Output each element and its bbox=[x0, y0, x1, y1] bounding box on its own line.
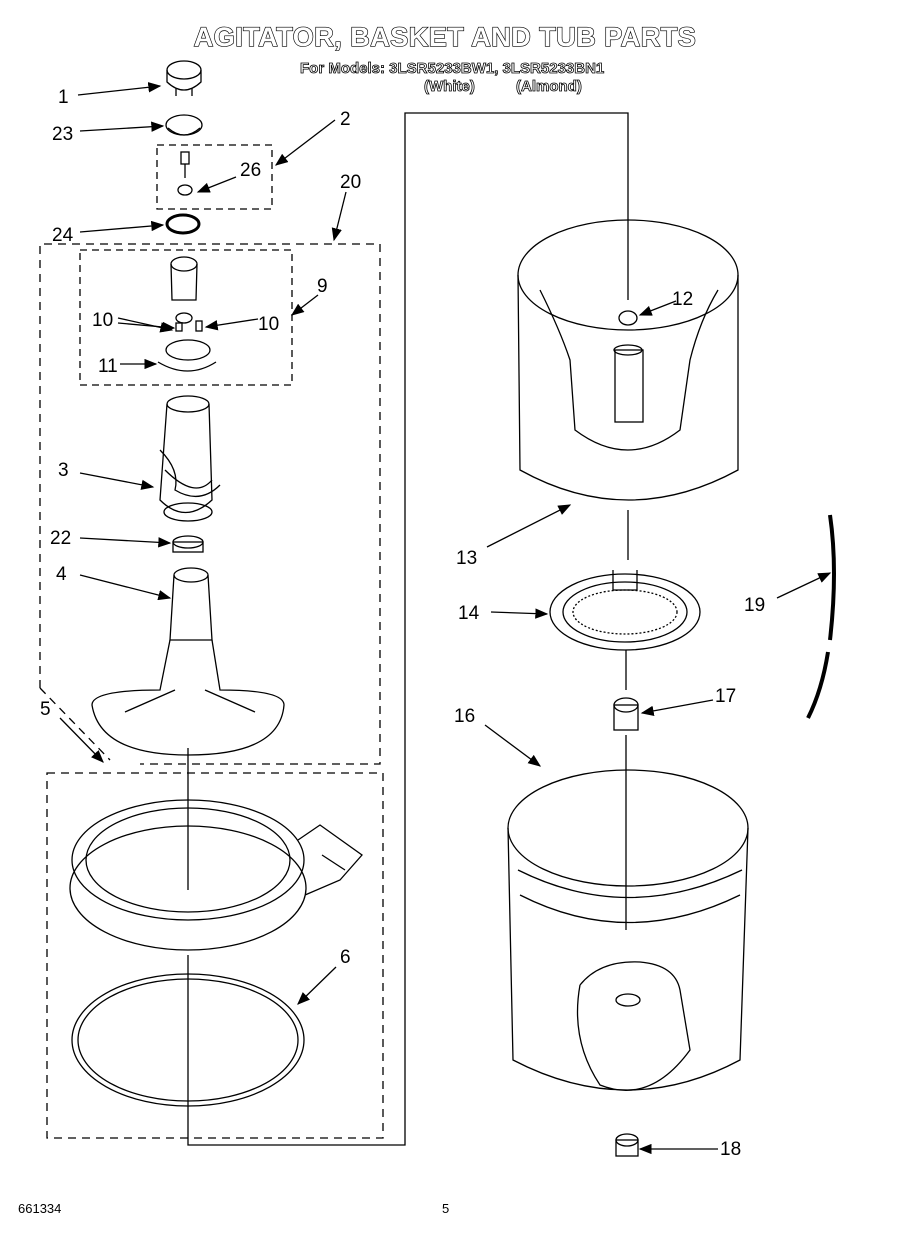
group-box-20 bbox=[39, 243, 381, 765]
callout-26: 26 bbox=[240, 160, 261, 181]
group-box-9 bbox=[79, 249, 293, 386]
callout-24: 24 bbox=[52, 225, 74, 246]
hub-seal-part bbox=[613, 697, 639, 731]
callout-3: 3 bbox=[58, 460, 69, 481]
callout-labels: 1 23 2 26 24 20 9 10 10 11 3 22 4 5 6 12… bbox=[40, 87, 765, 1160]
callout-19: 19 bbox=[744, 595, 765, 616]
axis-connector bbox=[187, 112, 629, 1146]
basket-nut-part bbox=[618, 310, 638, 326]
tub-ring-gasket-part bbox=[71, 973, 305, 1107]
callout-10-right: 10 bbox=[258, 314, 279, 335]
callout-6: 6 bbox=[340, 947, 351, 968]
hose-part bbox=[806, 514, 836, 719]
callout-22: 22 bbox=[50, 528, 71, 549]
o-ring-part bbox=[165, 213, 201, 235]
group-box-5 bbox=[46, 772, 384, 1139]
callout-17: 17 bbox=[715, 686, 736, 707]
callout-18: 18 bbox=[720, 1139, 741, 1160]
tub-ring-part bbox=[69, 799, 363, 951]
tub-drain-fitting-part bbox=[615, 1133, 639, 1157]
callout-20: 20 bbox=[340, 172, 361, 193]
agitator-cam-part bbox=[157, 256, 217, 372]
callout-2: 2 bbox=[340, 109, 351, 130]
models-line: For Models: 3LSR5233BW1, 3LSR5233BN1 bbox=[300, 60, 605, 78]
agitator-cap-part bbox=[166, 60, 202, 96]
agitator-barrel-part bbox=[159, 395, 221, 522]
callout-11: 11 bbox=[98, 356, 118, 377]
outer-tub-part bbox=[507, 769, 749, 1091]
callout-5: 5 bbox=[40, 699, 51, 720]
callout-16: 16 bbox=[454, 706, 475, 727]
variant-almond: (Almond) bbox=[516, 78, 583, 96]
drive-bell-part bbox=[172, 535, 204, 553]
variant-white: (White) bbox=[424, 78, 476, 96]
wash-basket-part bbox=[517, 219, 739, 501]
callout-23: 23 bbox=[52, 124, 73, 145]
page-number: 5 bbox=[442, 1201, 450, 1216]
callout-14: 14 bbox=[458, 603, 480, 624]
cap-seal-part bbox=[165, 114, 203, 136]
page-title: AGITATOR, BASKET AND TUB PARTS bbox=[193, 21, 697, 52]
group-box-2 bbox=[156, 144, 273, 210]
agitator-base-part bbox=[91, 567, 285, 756]
footer-code: 661334 bbox=[18, 1201, 62, 1216]
bolt-part bbox=[177, 151, 193, 196]
callout-10-left: 10 bbox=[92, 310, 113, 331]
basket-drive-hub-part bbox=[549, 570, 701, 651]
callout-9: 9 bbox=[317, 276, 328, 297]
callout-1: 1 bbox=[58, 87, 69, 108]
callout-13: 13 bbox=[456, 548, 477, 569]
callout-12: 12 bbox=[672, 289, 693, 310]
callout-4: 4 bbox=[56, 564, 67, 585]
